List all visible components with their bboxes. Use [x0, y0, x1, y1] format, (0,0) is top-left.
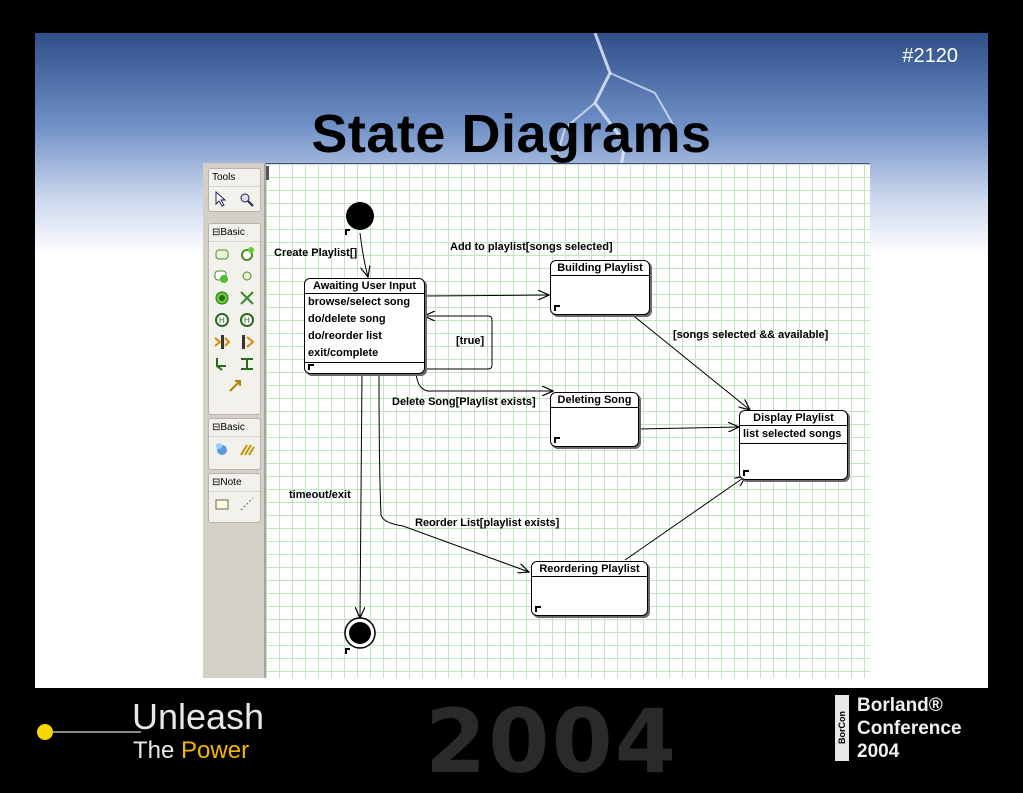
- state-activity: exit/complete: [308, 347, 379, 359]
- transition-building-display: [629, 312, 750, 410]
- slide-title: State Diagrams: [311, 104, 712, 164]
- terminate-icon[interactable]: [238, 289, 256, 307]
- state-activity: browse/select song: [308, 296, 411, 308]
- palette-group-label: Tools: [209, 169, 260, 187]
- transition-label: [songs selected && available]: [673, 329, 829, 341]
- transition-reordering-display: [624, 476, 746, 561]
- state-activity: do/reorder list: [308, 330, 382, 342]
- state-display-playlist[interactable]: Display Playlist list selected songs: [739, 410, 848, 480]
- tool-palette: Tools ⊟Basic H H: [203, 163, 266, 678]
- palette-group-tools: Tools: [208, 168, 261, 212]
- history-icon[interactable]: H: [213, 311, 231, 329]
- note-link-icon[interactable]: [238, 495, 256, 513]
- transition-reorder: [378, 372, 529, 572]
- fork-icon[interactable]: [213, 333, 231, 351]
- state-icon[interactable]: [213, 245, 231, 263]
- bullet-line: [53, 731, 141, 733]
- small-state-icon[interactable]: [238, 267, 256, 285]
- transition-timeout: [360, 372, 362, 618]
- palette-group-basic: ⊟Basic H H: [208, 223, 261, 415]
- svg-text:H: H: [244, 316, 250, 325]
- state-activity: do/delete song: [308, 313, 386, 325]
- state-name: Reordering Playlist: [532, 562, 647, 577]
- zoom-icon[interactable]: [238, 190, 256, 208]
- bullet-dot: [37, 724, 53, 740]
- transition-create: [359, 232, 368, 277]
- uml-editor: Tools ⊟Basic H H: [203, 163, 870, 678]
- state-name: Building Playlist: [551, 261, 649, 276]
- initial-pseudostate: [346, 202, 374, 230]
- state-building-playlist[interactable]: Building Playlist: [550, 260, 650, 315]
- palette-group-basic-2: ⊟Basic: [208, 418, 261, 470]
- lightning-background: [554, 33, 676, 174]
- slide-number: #2120: [902, 45, 958, 67]
- state-name: Awaiting User Input: [305, 279, 424, 294]
- tagline-the-power: The Power: [133, 737, 250, 764]
- state-deleting-song[interactable]: Deleting Song: [550, 392, 639, 447]
- choice-icon[interactable]: [238, 355, 256, 373]
- tagline-unleash: Unleash: [132, 696, 265, 737]
- state-corner-marker: [554, 305, 560, 311]
- state-reordering-playlist[interactable]: Reordering Playlist: [531, 561, 648, 616]
- state-name: Deleting Song: [551, 393, 638, 408]
- transition-icon[interactable]: [226, 377, 244, 395]
- state-awaiting-user-input[interactable]: Awaiting User Input browse/select song d…: [304, 278, 425, 374]
- footer-bar: [0, 688, 1023, 770]
- transition-self-loop: [424, 316, 493, 370]
- deep-history-icon[interactable]: H: [238, 311, 256, 329]
- borcon-logo: BorCon: [835, 695, 849, 761]
- package-icon[interactable]: [238, 440, 256, 458]
- junction-icon[interactable]: [213, 355, 231, 373]
- transition-label: timeout/exit: [289, 489, 351, 501]
- join-icon[interactable]: [238, 333, 256, 351]
- composite-state-icon[interactable]: [238, 245, 256, 263]
- state-name: Display Playlist: [740, 411, 847, 426]
- state-corner-marker: [554, 437, 560, 443]
- transition-add: [423, 295, 549, 296]
- state-corner-marker: [308, 364, 314, 370]
- svg-text:H: H: [219, 316, 225, 325]
- conference-name: Borland® Conference 2004: [857, 695, 962, 762]
- transition-label: Create Playlist[]: [274, 247, 358, 259]
- pointer-icon[interactable]: [213, 190, 231, 208]
- transition-label: Reorder List[playlist exists]: [415, 517, 560, 529]
- state-corner-marker: [535, 606, 541, 612]
- palette-group-note: ⊟Note: [208, 473, 261, 523]
- state-activity: list selected songs: [743, 428, 842, 440]
- transition-delete: [415, 372, 553, 391]
- initial-state-icon[interactable]: [213, 267, 231, 285]
- transition-label: Add to playlist[songs selected]: [450, 241, 613, 253]
- note-icon[interactable]: [213, 495, 231, 513]
- object-icon[interactable]: [213, 440, 231, 458]
- transitions-layer: [344, 202, 870, 654]
- transition-deleting-display: [637, 427, 739, 429]
- scrollbar-handle[interactable]: [266, 166, 269, 180]
- transition-label: Delete Song[Playlist exists]: [392, 396, 536, 408]
- state-corner-marker: [743, 470, 749, 476]
- transition-label: [true]: [456, 335, 485, 347]
- palette-group-label: ⊟Basic: [209, 419, 260, 437]
- palette-group-label: ⊟Basic: [209, 224, 260, 242]
- final-state-icon[interactable]: [213, 289, 231, 307]
- year-watermark: 2004: [425, 690, 678, 793]
- palette-group-label: ⊟Note: [209, 474, 260, 492]
